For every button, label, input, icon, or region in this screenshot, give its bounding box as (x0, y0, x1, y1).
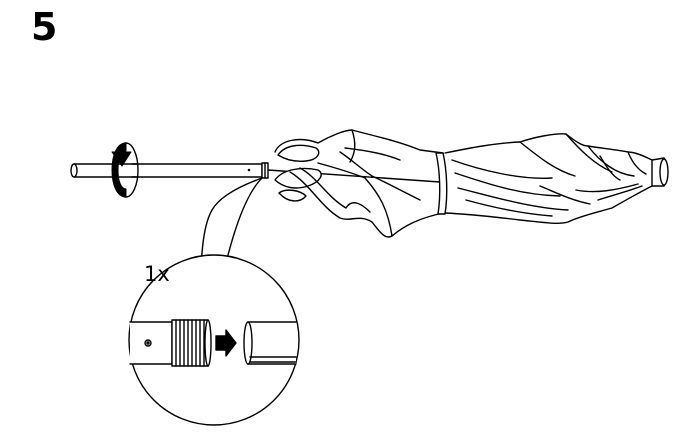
pole-lower (70, 162, 269, 179)
receiving-tube-section (243, 321, 297, 365)
detail-magnifier (128, 254, 300, 426)
threaded-tube-section (129, 319, 212, 367)
umbrella-canopy (267, 129, 669, 238)
quantity-label: 1x (144, 262, 170, 286)
insert-arrow-icon (215, 329, 237, 357)
step-number: 5 (31, 5, 58, 49)
rotate-arrow-icon (111, 142, 139, 198)
